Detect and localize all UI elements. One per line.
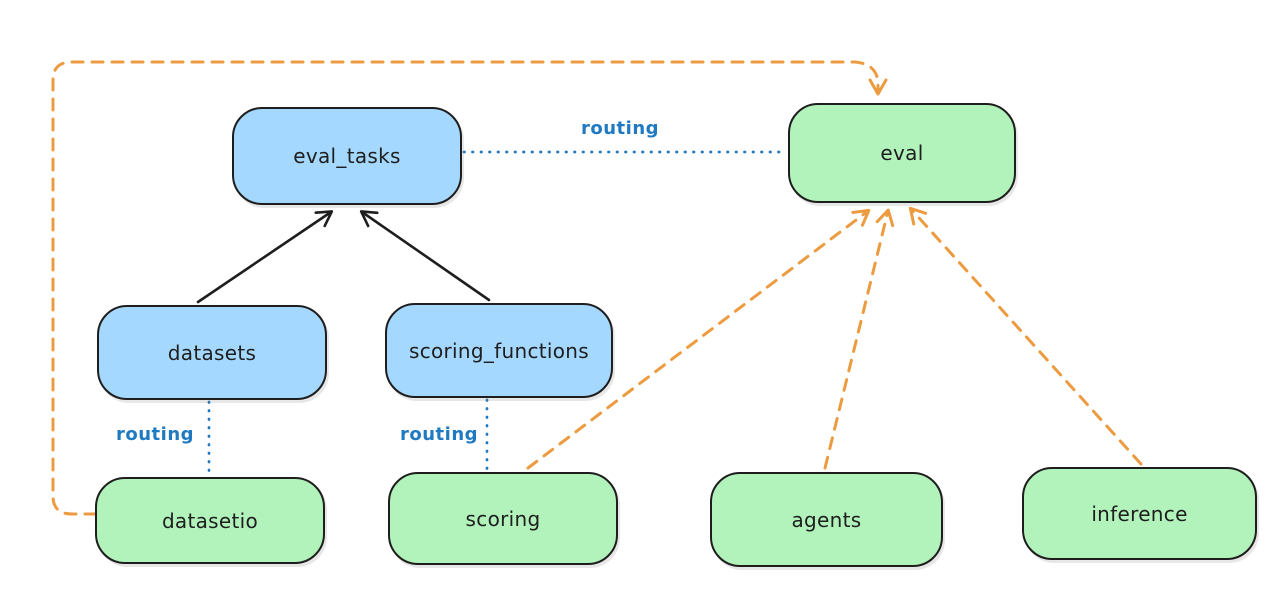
node-eval: eval <box>788 103 1016 203</box>
node-eval-label: eval <box>880 141 924 165</box>
edge-scoring-functions-to-eval-tasks <box>359 210 491 302</box>
edge-label-routing-datasets-datasetio: routing <box>115 424 195 445</box>
edge-datasetio-to-eval <box>51 60 888 516</box>
node-inference: inference <box>1022 467 1257 560</box>
edge-label-routing-eval-tasks-eval: routing <box>580 118 660 139</box>
node-inference-label: inference <box>1091 501 1188 526</box>
node-eval-tasks-label: eval_tasks <box>293 144 401 168</box>
node-scoring: scoring <box>388 472 618 565</box>
node-eval-tasks: eval_tasks <box>232 107 462 205</box>
node-datasets: datasets <box>97 305 327 400</box>
edge-datasets-to-eval-tasks <box>196 210 334 304</box>
node-scoring-label: scoring <box>465 506 541 531</box>
edge-agents-to-eval <box>823 208 895 470</box>
node-scoring-functions: scoring_functions <box>385 303 613 398</box>
node-datasetio: datasetio <box>95 477 325 564</box>
node-agents-label: agents <box>791 507 862 532</box>
node-datasetio-label: datasetio <box>161 508 259 533</box>
node-datasets-label: datasets <box>167 340 257 365</box>
node-scoring-functions-label: scoring_functions <box>408 338 590 363</box>
edge-inference-to-eval <box>908 206 1143 466</box>
edge-label-routing-scoring-functions-scoring: routing <box>399 424 479 445</box>
node-agents: agents <box>710 472 943 567</box>
